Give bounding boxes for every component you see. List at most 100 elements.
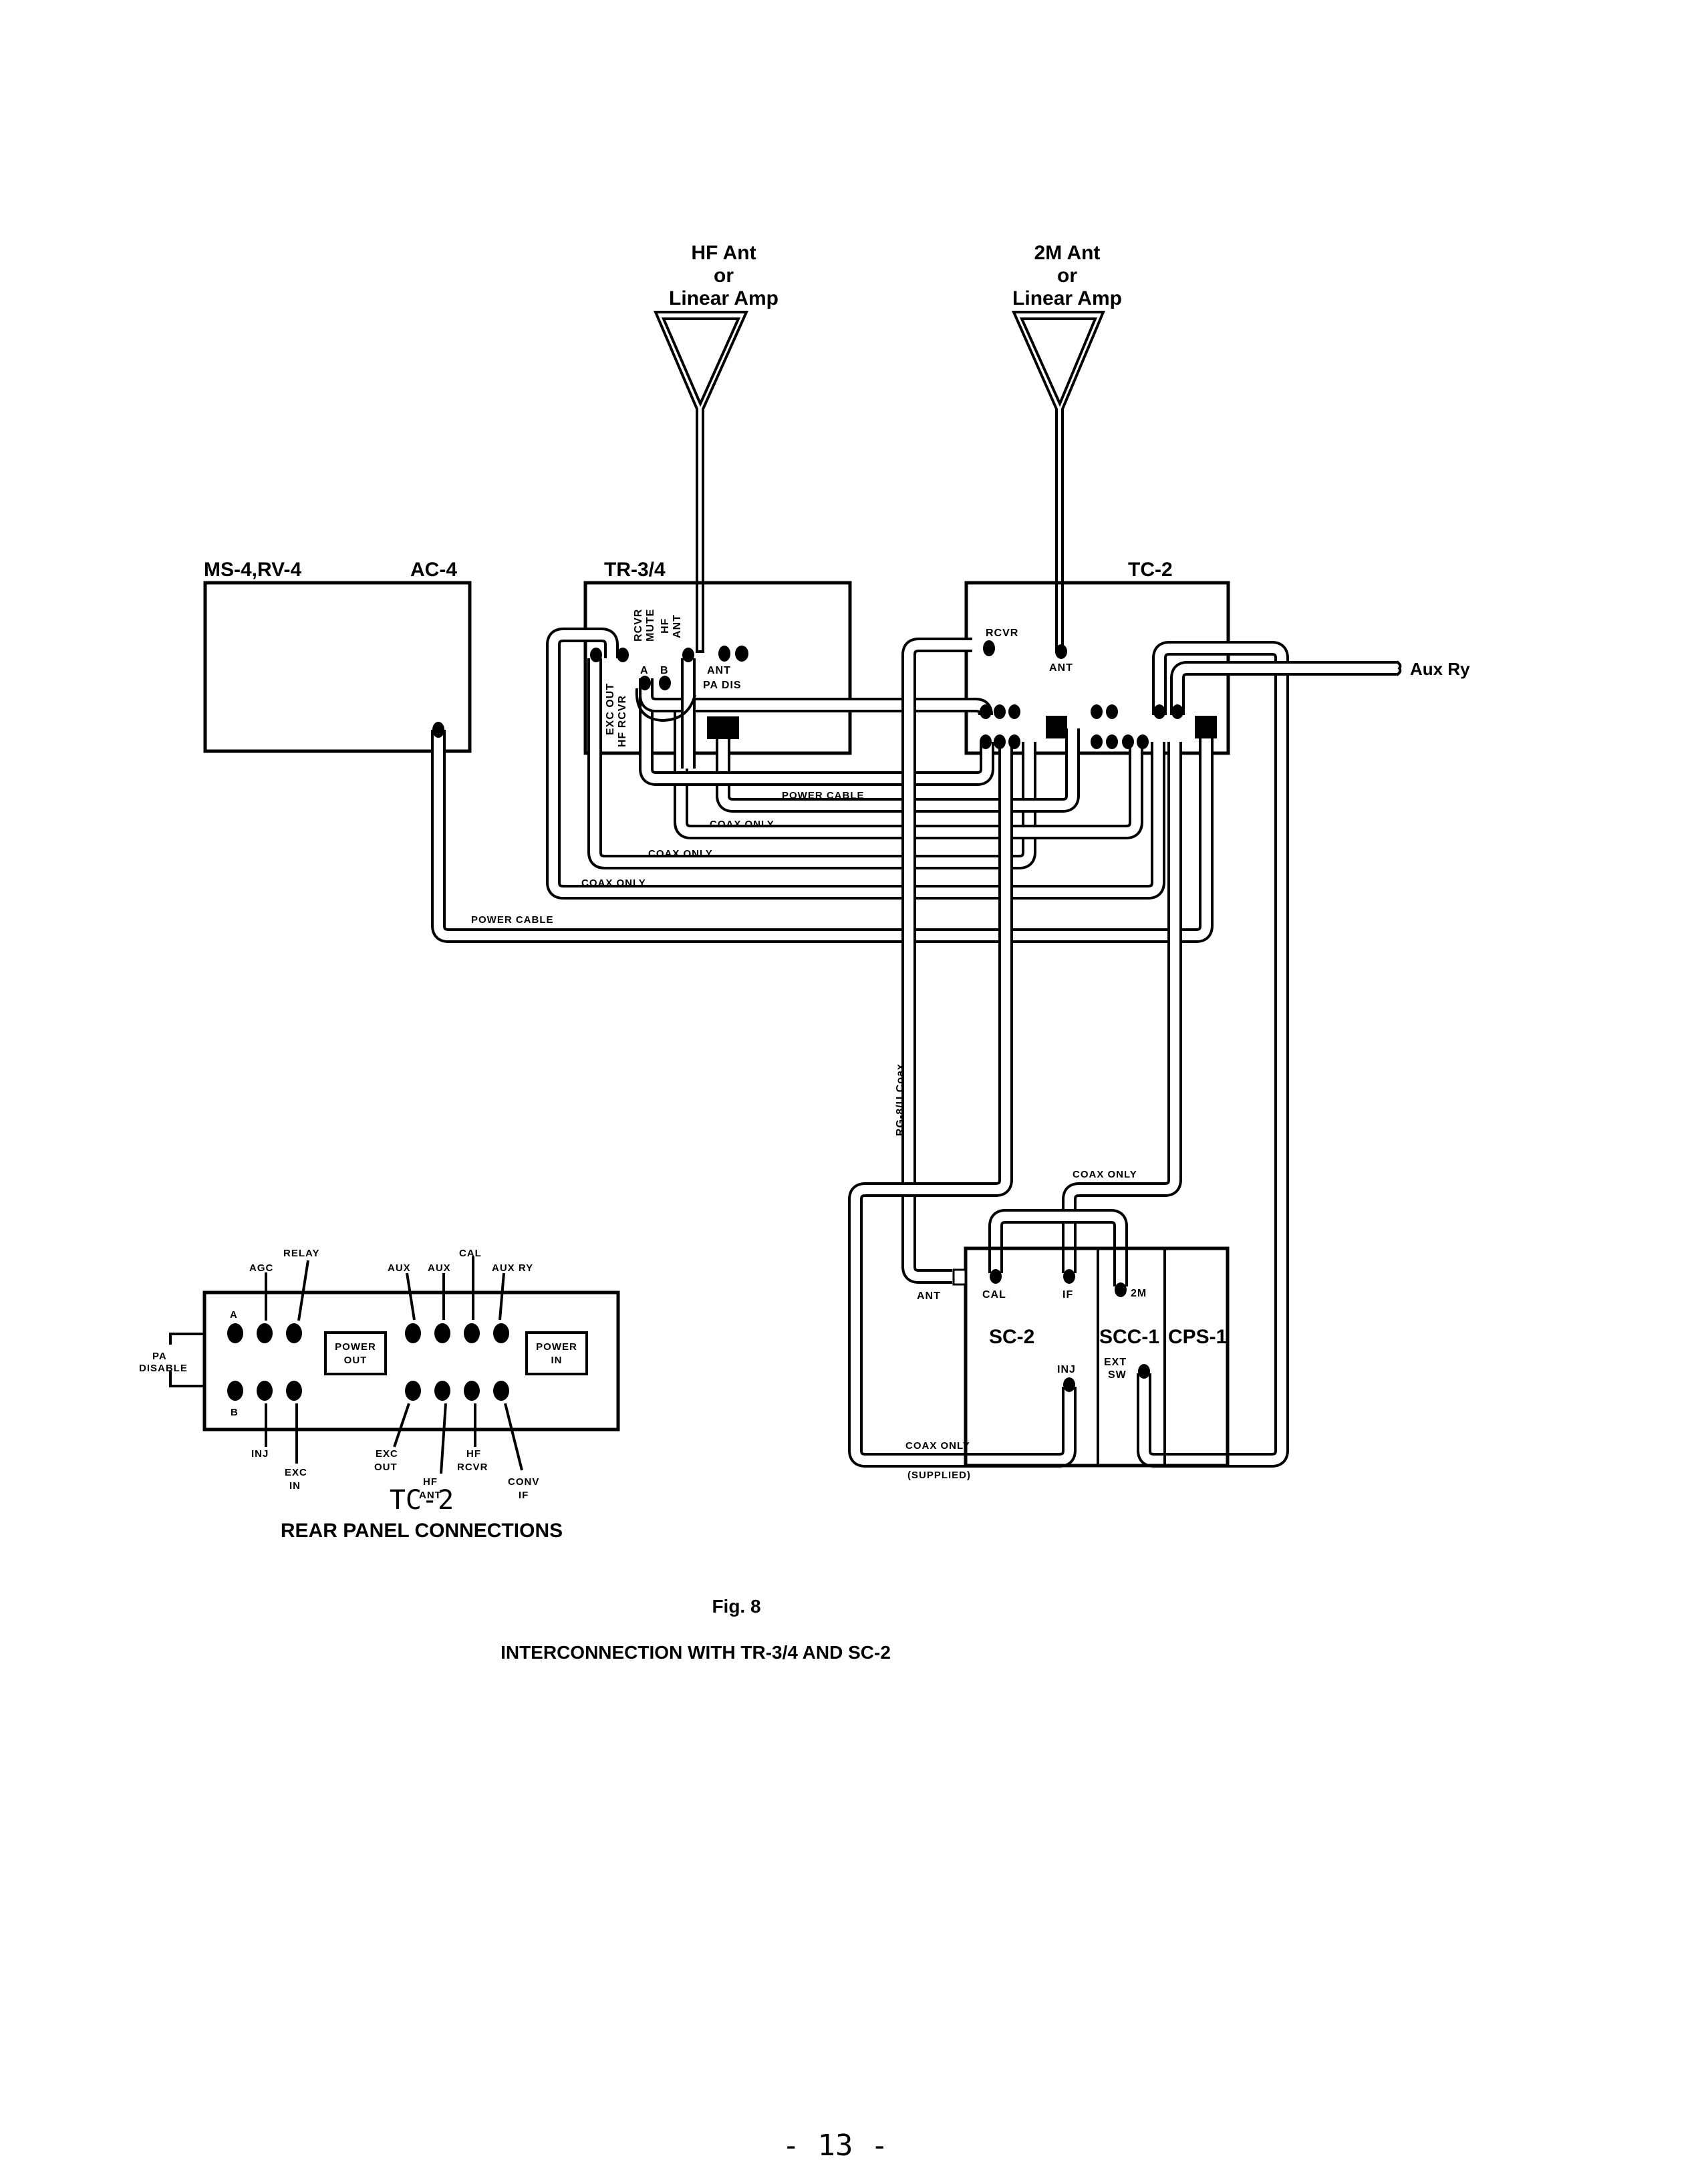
tr34-hf-rcvr-jack bbox=[617, 648, 629, 662]
sc2-if-jack bbox=[1063, 1269, 1075, 1284]
rear-hf-ant-label-2: ANT bbox=[419, 1490, 442, 1501]
rear-aux1-jack bbox=[405, 1323, 421, 1343]
rear-hf-rcvr-label-2: RCVR bbox=[457, 1462, 488, 1473]
coax-only-label-2: COAX ONLY bbox=[648, 848, 713, 859]
power-cable-label-2: POWER CABLE bbox=[471, 914, 554, 926]
scc1-ext-label: EXT bbox=[1104, 1357, 1127, 1368]
tr34-exc-out-jack bbox=[590, 648, 602, 662]
tc2-rcvr-label: RCVR bbox=[986, 628, 1018, 639]
2m-ant-label-3: Linear Amp bbox=[1012, 287, 1122, 309]
tr34-hf-ant-label: ANT bbox=[672, 614, 683, 638]
tr34-ant-label: ANT bbox=[707, 665, 731, 676]
rear-power-out-label-1: POWER bbox=[335, 1341, 376, 1353]
tr34-power-socket bbox=[707, 716, 739, 739]
rear-inj-jack bbox=[257, 1381, 273, 1401]
rear-relay-label: RELAY bbox=[283, 1248, 319, 1259]
tc2-ant-label: ANT bbox=[1049, 662, 1073, 674]
rear-power-in-label-1: POWER bbox=[536, 1341, 577, 1353]
figure-number: Fig. 8 bbox=[712, 1596, 760, 1617]
rear-conv-if-label-2: IF bbox=[519, 1490, 529, 1501]
rear-exc-out-label-1: EXC bbox=[376, 1448, 398, 1460]
sc2-inj-label: INJ bbox=[1057, 1364, 1076, 1375]
aux-ry-label: Aux Ry bbox=[1410, 659, 1470, 679]
rear-panel-subtitle: REAR PANEL CONNECTIONS bbox=[281, 1520, 563, 1542]
sc2-if-label: IF bbox=[1062, 1289, 1073, 1301]
rear-power-in-label-2: IN bbox=[551, 1355, 563, 1366]
hf-ant-label-3: Linear Amp bbox=[669, 287, 778, 309]
rear-aux-ry-label: AUX RY bbox=[492, 1262, 533, 1274]
scc1-sw-label: SW bbox=[1108, 1369, 1127, 1381]
ms4-rv4-label: MS-4,RV-4 bbox=[204, 559, 301, 581]
tc2-rcvr-jack bbox=[983, 640, 995, 656]
coax-only-label-1: COAX ONLY bbox=[710, 819, 774, 830]
rear-hf-rcvr-label-1: HF bbox=[466, 1448, 481, 1460]
rear-power-out-box bbox=[324, 1331, 387, 1375]
hf-ant-label-2: or bbox=[714, 265, 734, 287]
tr34-jacks bbox=[590, 646, 748, 739]
scc1-2m-jack bbox=[1115, 1282, 1127, 1297]
rear-a-label: A bbox=[230, 1309, 238, 1321]
rear-exc-in-label-1: EXC bbox=[285, 1467, 307, 1478]
sc2-ant-connector bbox=[952, 1268, 967, 1286]
2m-ant-label-2: or bbox=[1057, 265, 1077, 287]
rear-conv-if-label-1: CONV bbox=[508, 1476, 539, 1488]
rear-inj-label: INJ bbox=[251, 1448, 269, 1460]
coax-only-label-3: COAX ONLY bbox=[581, 877, 646, 889]
tr34-pa-dis-label: PA DIS bbox=[703, 680, 742, 691]
rear-disable-label: DISABLE bbox=[139, 1363, 188, 1374]
rear-power-in-box bbox=[525, 1331, 588, 1375]
aux-ry-connector bbox=[1395, 660, 1402, 676]
sc2-ant-label: ANT bbox=[917, 1290, 941, 1302]
tr34-a-label: A bbox=[640, 665, 649, 676]
rear-aux1-label: AUX bbox=[388, 1262, 411, 1274]
sc2-cal-jack bbox=[990, 1269, 1002, 1284]
cables bbox=[431, 628, 1397, 1468]
2m-antenna: 2M Ant or Linear Amp bbox=[1011, 242, 1122, 653]
tr34-rcvr-mute-jack bbox=[735, 646, 748, 662]
tr34-mute-label: MUTE bbox=[645, 609, 656, 642]
2m-ant-label-1: 2M Ant bbox=[1034, 242, 1101, 264]
rear-aux2-label: AUX bbox=[428, 1262, 451, 1274]
scc1-2m-label: 2M bbox=[1131, 1288, 1147, 1299]
rear-b-label: B bbox=[231, 1407, 239, 1418]
rear-conv-if-jack bbox=[493, 1381, 509, 1401]
sc2-cal-label: CAL bbox=[982, 1289, 1006, 1301]
tr34-hf-rcvr-label: HF RCVR bbox=[617, 695, 628, 747]
tc2-ant-jack bbox=[1055, 644, 1067, 659]
tr34-a-jack bbox=[639, 676, 651, 690]
rear-panel-title: TC-2 bbox=[390, 1485, 454, 1516]
sc2-label: SC-2 bbox=[989, 1326, 1034, 1348]
rear-exc-in-jack bbox=[286, 1381, 302, 1401]
tr34-hf-label: HF bbox=[660, 618, 671, 634]
scc1-label: SCC-1 bbox=[1099, 1326, 1159, 1348]
rear-agc-label: AGC bbox=[249, 1262, 273, 1274]
tc2-label: TC-2 bbox=[1128, 559, 1173, 581]
cps1-label: CPS-1 bbox=[1168, 1326, 1227, 1348]
rear-exc-out-jack bbox=[405, 1381, 421, 1401]
page-number: - 13 - bbox=[783, 2129, 889, 2163]
rear-cal-label: CAL bbox=[459, 1248, 482, 1259]
rear-hf-ant-jack bbox=[434, 1381, 450, 1401]
tc2-power-out-socket bbox=[1046, 716, 1067, 738]
coax-only-supplied-label: COAX ONLY bbox=[905, 1440, 970, 1452]
tr34-rcvr-label: RCVR bbox=[633, 609, 644, 642]
rear-hf-ant-label-1: HF bbox=[423, 1476, 438, 1488]
rear-a-jack bbox=[227, 1323, 243, 1343]
tr34-ant-jack bbox=[718, 646, 730, 662]
sc2-inj-jack bbox=[1063, 1377, 1075, 1392]
rear-aux2-jack bbox=[434, 1323, 450, 1343]
rear-relay-jack bbox=[286, 1323, 302, 1343]
rear-panel bbox=[169, 1256, 620, 1474]
ms4-rv4-ac4-unit bbox=[203, 581, 472, 753]
tr34-b-label: B bbox=[660, 665, 669, 676]
rear-b-jack bbox=[227, 1381, 243, 1401]
rear-panel-labels: RELAY AGC AUX AUX CAL AUX RY A B INJ EXC… bbox=[139, 1248, 577, 1542]
rg8-coax-label: RG-8/U Coax bbox=[895, 1063, 906, 1136]
hf-antenna-symbol bbox=[653, 311, 749, 653]
rear-aux-ry-jack bbox=[493, 1323, 509, 1343]
tr34-hf-ant-jack bbox=[682, 648, 694, 662]
rear-exc-out-label-2: OUT bbox=[374, 1462, 398, 1473]
hf-antenna: HF Ant or Linear Amp bbox=[653, 242, 778, 653]
hf-ant-label-1: HF Ant bbox=[691, 242, 756, 264]
